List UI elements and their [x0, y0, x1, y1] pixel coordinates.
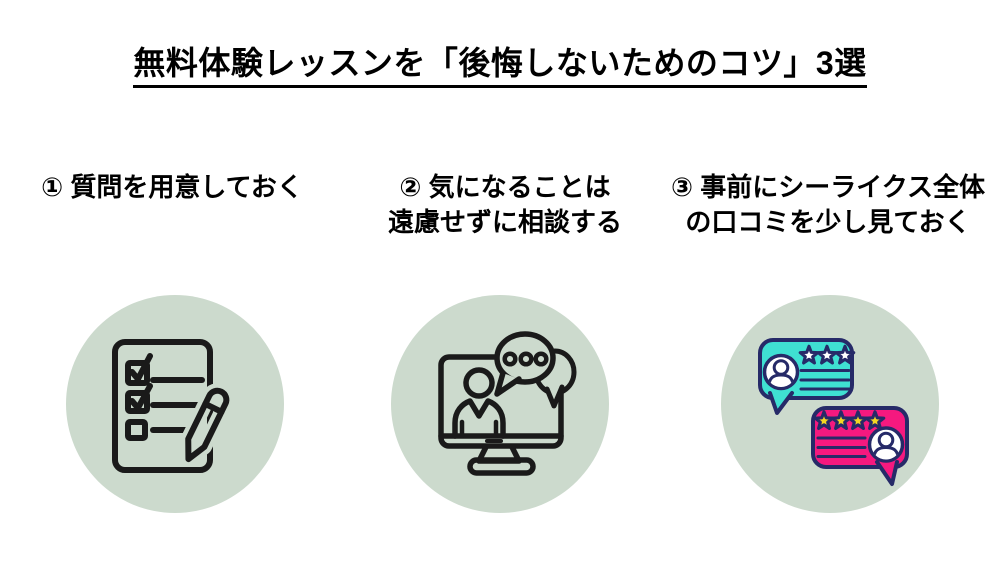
star-rating-3	[798, 344, 856, 365]
person-icon	[452, 367, 506, 439]
teal-review-bubble	[758, 338, 856, 415]
avatar-person-icon	[767, 359, 795, 387]
review-text-lines	[816, 436, 867, 458]
avatar-person-icon	[872, 431, 900, 460]
review-text-lines	[799, 369, 851, 391]
column-heading-3-line-1: ③ 事前にシーライクス全体	[671, 172, 985, 202]
column-heading-2-line-1: ② 気になることは	[399, 172, 611, 202]
icon-circle-1	[66, 295, 284, 513]
review-speech-bubbles-icon	[758, 338, 909, 486]
icon-circle-3	[721, 295, 939, 513]
column-heading-1-line-1: ① 質問を用意しておく	[41, 172, 303, 202]
pink-review-bubble	[811, 406, 909, 486]
star-rating-4	[813, 410, 886, 431]
online-lesson-monitor-icon	[438, 331, 577, 476]
chat-bubble-front-icon	[494, 331, 556, 397]
page-title: 無料体験レッスンを「後悔しないためのコツ」3選	[0, 44, 1000, 89]
column-heading-2-line-2: 遠慮せずに相談する	[387, 207, 622, 237]
column-heading-3-line-2: の口コミを少し見ておく	[685, 207, 971, 237]
checklist-pencil-icon	[112, 339, 234, 473]
column-heading-3: ③ 事前にシーライクス全体 の口コミを少し見ておく	[658, 170, 998, 240]
page-title-text: 無料体験レッスンを「後悔しないためのコツ」3選	[133, 44, 867, 89]
pencil-icon	[180, 383, 234, 467]
column-heading-2: ② 気になることは 遠慮せずに相談する	[335, 170, 675, 240]
icon-circle-2	[391, 295, 609, 513]
column-heading-1: ① 質問を用意しておく	[2, 170, 342, 205]
